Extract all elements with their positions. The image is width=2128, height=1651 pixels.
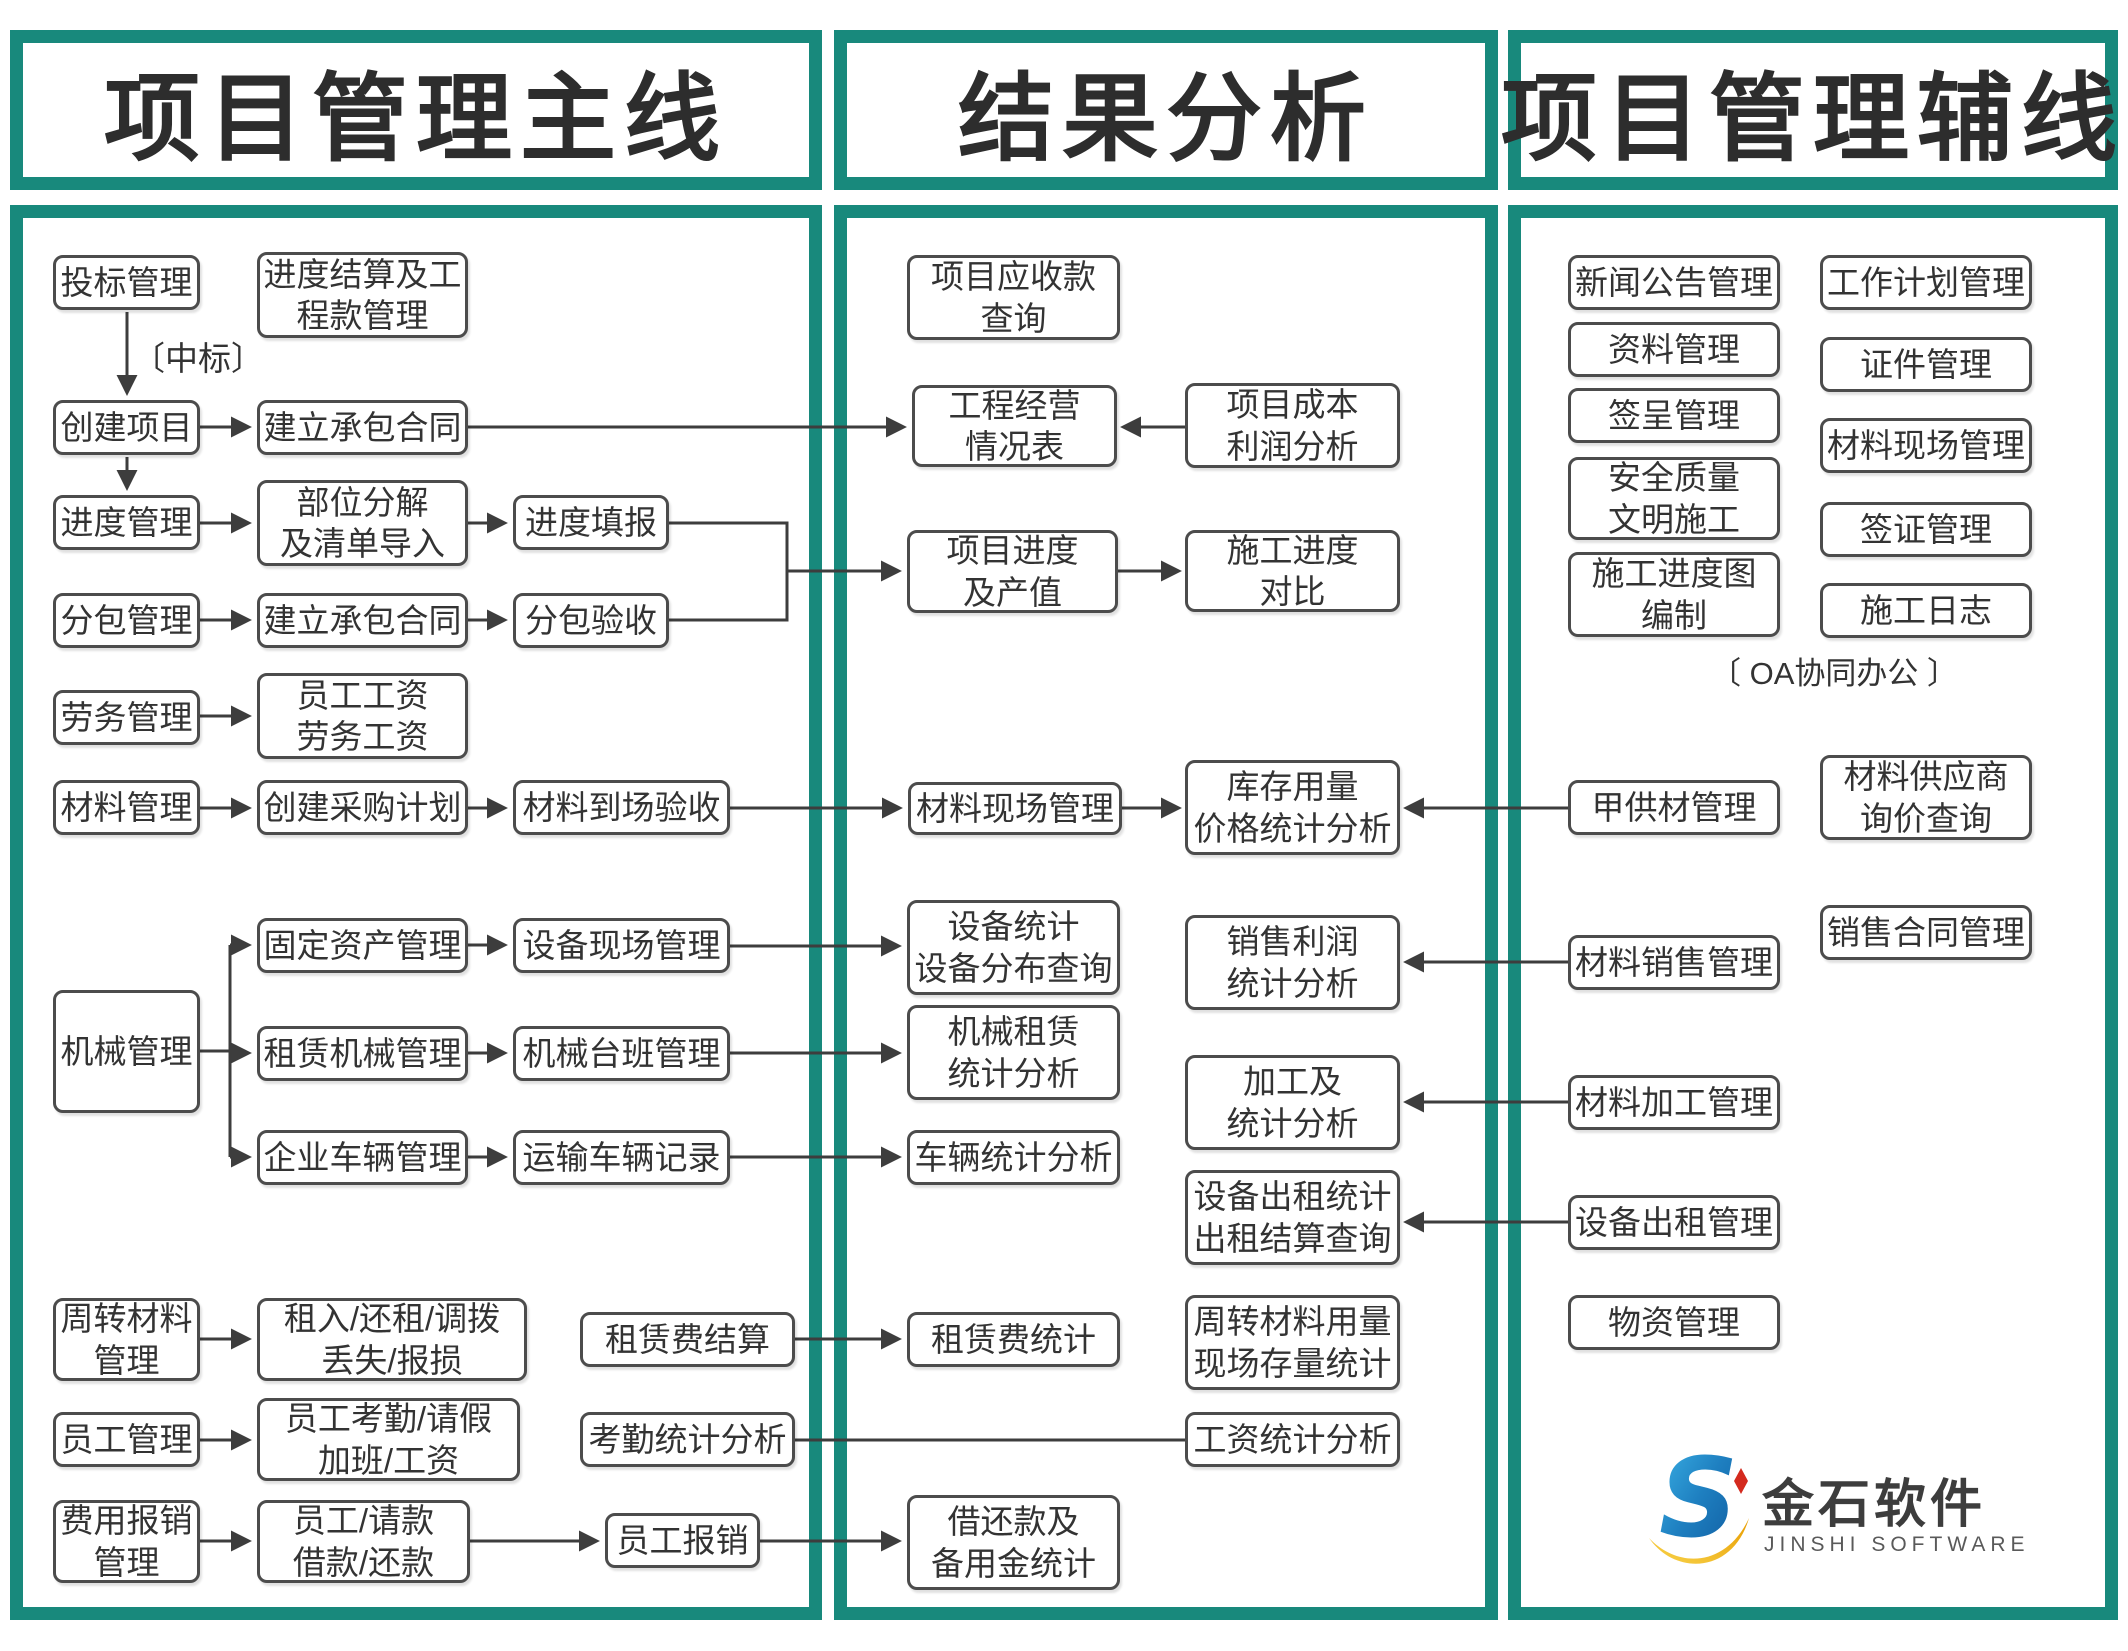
node-fixed-asset: 固定资产管理 bbox=[257, 918, 468, 973]
node-goods-mgmt: 物资管理 bbox=[1568, 1295, 1780, 1350]
node-material-management: 材料管理 bbox=[53, 780, 200, 835]
aux-column-header-panel: 项目管理辅线 bbox=[1501, 30, 2118, 190]
node-rent-in-out: 租入/还租/调拨 丢失/报损 bbox=[257, 1298, 527, 1381]
node-construction-log: 施工日志 bbox=[1820, 583, 2032, 638]
node-employee-management: 员工管理 bbox=[53, 1412, 200, 1467]
node-company-vehicle: 企业车辆管理 bbox=[257, 1130, 468, 1185]
win-bid-label: 〔中标〕 bbox=[132, 340, 264, 377]
node-material-site-mgmt-2: 材料现场管理 bbox=[908, 782, 1122, 835]
node-receivable-query: 项目应收款 查询 bbox=[907, 255, 1120, 340]
node-rent-fee-settle: 租赁费结算 bbox=[580, 1312, 795, 1367]
node-machinery-management: 机械管理 bbox=[53, 990, 200, 1113]
node-create-project: 创建项目 bbox=[53, 400, 200, 455]
node-equipment-rental: 设备出租管理 bbox=[1568, 1195, 1780, 1250]
node-material-processing: 材料加工管理 bbox=[1568, 1075, 1780, 1130]
node-progress-management: 进度管理 bbox=[53, 495, 200, 550]
analysis-column-header-panel: 结果分析 bbox=[834, 30, 1498, 190]
node-work-plan: 工作计划管理 bbox=[1820, 255, 2032, 310]
node-safety-quality: 安全质量 文明施工 bbox=[1568, 457, 1780, 540]
node-loan-reserve-stat: 借还款及 备用金统计 bbox=[907, 1495, 1120, 1590]
node-rent-fee-stat: 租赁费统计 bbox=[907, 1312, 1120, 1367]
node-material-site-mgmt-3: 材料现场管理 bbox=[1820, 418, 2032, 473]
node-operation-table: 工程经营 情况表 bbox=[912, 385, 1117, 467]
node-construction-compare: 施工进度 对比 bbox=[1185, 530, 1400, 612]
node-attendance-stat: 考勤统计分析 bbox=[580, 1412, 795, 1467]
node-purchase-plan: 创建采购计划 bbox=[257, 780, 468, 835]
node-news-announce: 新闻公告管理 bbox=[1568, 255, 1780, 310]
node-progress-fill: 进度填报 bbox=[513, 495, 669, 550]
svg-text:S: S bbox=[1659, 1440, 1738, 1562]
node-sign-present-mgmt: 签呈管理 bbox=[1568, 388, 1780, 443]
node-contract-setup-2: 建立承包合同 bbox=[257, 593, 468, 648]
node-document-mgmt: 资料管理 bbox=[1568, 322, 1780, 377]
node-request-loan: 员工/请款 借款/还款 bbox=[257, 1500, 470, 1583]
node-sales-contract: 销售合同管理 bbox=[1820, 905, 2032, 960]
node-subcontract-accept: 分包验收 bbox=[513, 593, 669, 648]
main-column-header-panel: 项目管理主线 bbox=[10, 30, 822, 190]
node-labor-management: 劳务管理 bbox=[53, 690, 200, 745]
node-turnover-material: 周转材料 管理 bbox=[53, 1298, 200, 1381]
node-equip-rent-stat: 设备出租统计 出租结算查询 bbox=[1185, 1170, 1400, 1265]
oa-collaboration-label: 〔 OA协同办公 〕 bbox=[1710, 656, 1959, 691]
jinshi-logo-cn: 金石软件 bbox=[1762, 1476, 1987, 1534]
node-sales-profit-stat: 销售利润 统计分析 bbox=[1185, 915, 1400, 1010]
analysis-column-title: 结果分析 bbox=[958, 65, 1374, 173]
node-machine-rent-stat: 机械租赁 统计分析 bbox=[907, 1005, 1120, 1100]
aux-column-title: 项目管理辅线 bbox=[1501, 65, 2125, 173]
jinshi-logo-icon: S bbox=[1649, 1440, 1749, 1564]
node-part-decompose: 部位分解 及清单导入 bbox=[257, 480, 468, 566]
node-project-progress-value: 项目进度 及产值 bbox=[907, 530, 1118, 613]
node-processing-stat: 加工及 统计分析 bbox=[1185, 1055, 1400, 1150]
node-material-arrival-accept: 材料到场验收 bbox=[513, 780, 730, 835]
node-visa-mgmt: 签证管理 bbox=[1820, 502, 2032, 557]
jinshi-logo-en: JINSHI SOFTWARE bbox=[1764, 1533, 2030, 1556]
node-turnover-stock-stat: 周转材料用量 现场存量统计 bbox=[1185, 1295, 1400, 1390]
node-inventory-price-stat: 库存用量 价格统计分析 bbox=[1185, 760, 1400, 855]
node-employee-reimburse: 员工报销 bbox=[605, 1513, 760, 1568]
node-material-sales: 材料销售管理 bbox=[1568, 935, 1780, 990]
node-wage-stat: 工资统计分析 bbox=[1185, 1412, 1400, 1467]
node-equipment-site: 设备现场管理 bbox=[513, 918, 730, 973]
node-progress-settlement: 进度结算及工 程款管理 bbox=[257, 252, 468, 338]
node-contract-setup-1: 建立承包合同 bbox=[257, 400, 468, 455]
node-certificate-mgmt: 证件管理 bbox=[1820, 337, 2032, 392]
node-vehicle-stat: 车辆统计分析 bbox=[907, 1130, 1120, 1185]
node-owner-supplied-material: 甲供材管理 bbox=[1568, 780, 1780, 835]
node-attendance: 员工考勤/请假 加班/工资 bbox=[257, 1398, 520, 1481]
node-wages: 员工工资 劳务工资 bbox=[257, 673, 468, 759]
node-cost-profit-analysis: 项目成本 利润分析 bbox=[1185, 383, 1400, 468]
node-expense-reimburse-mgmt: 费用报销 管理 bbox=[53, 1500, 200, 1583]
node-schedule-chart: 施工进度图 编制 bbox=[1568, 552, 1780, 637]
main-column-title: 项目管理主线 bbox=[104, 65, 728, 173]
node-rental-machinery: 租赁机械管理 bbox=[257, 1026, 468, 1081]
node-machine-shift: 机械台班管理 bbox=[513, 1026, 730, 1081]
node-supplier-inquiry: 材料供应商 询价查询 bbox=[1820, 755, 2032, 840]
node-transport-record: 运输车辆记录 bbox=[513, 1130, 730, 1185]
node-bid-management: 投标管理 bbox=[53, 255, 200, 310]
node-equipment-stat: 设备统计 设备分布查询 bbox=[907, 900, 1120, 995]
node-subcontract-management: 分包管理 bbox=[53, 593, 200, 648]
